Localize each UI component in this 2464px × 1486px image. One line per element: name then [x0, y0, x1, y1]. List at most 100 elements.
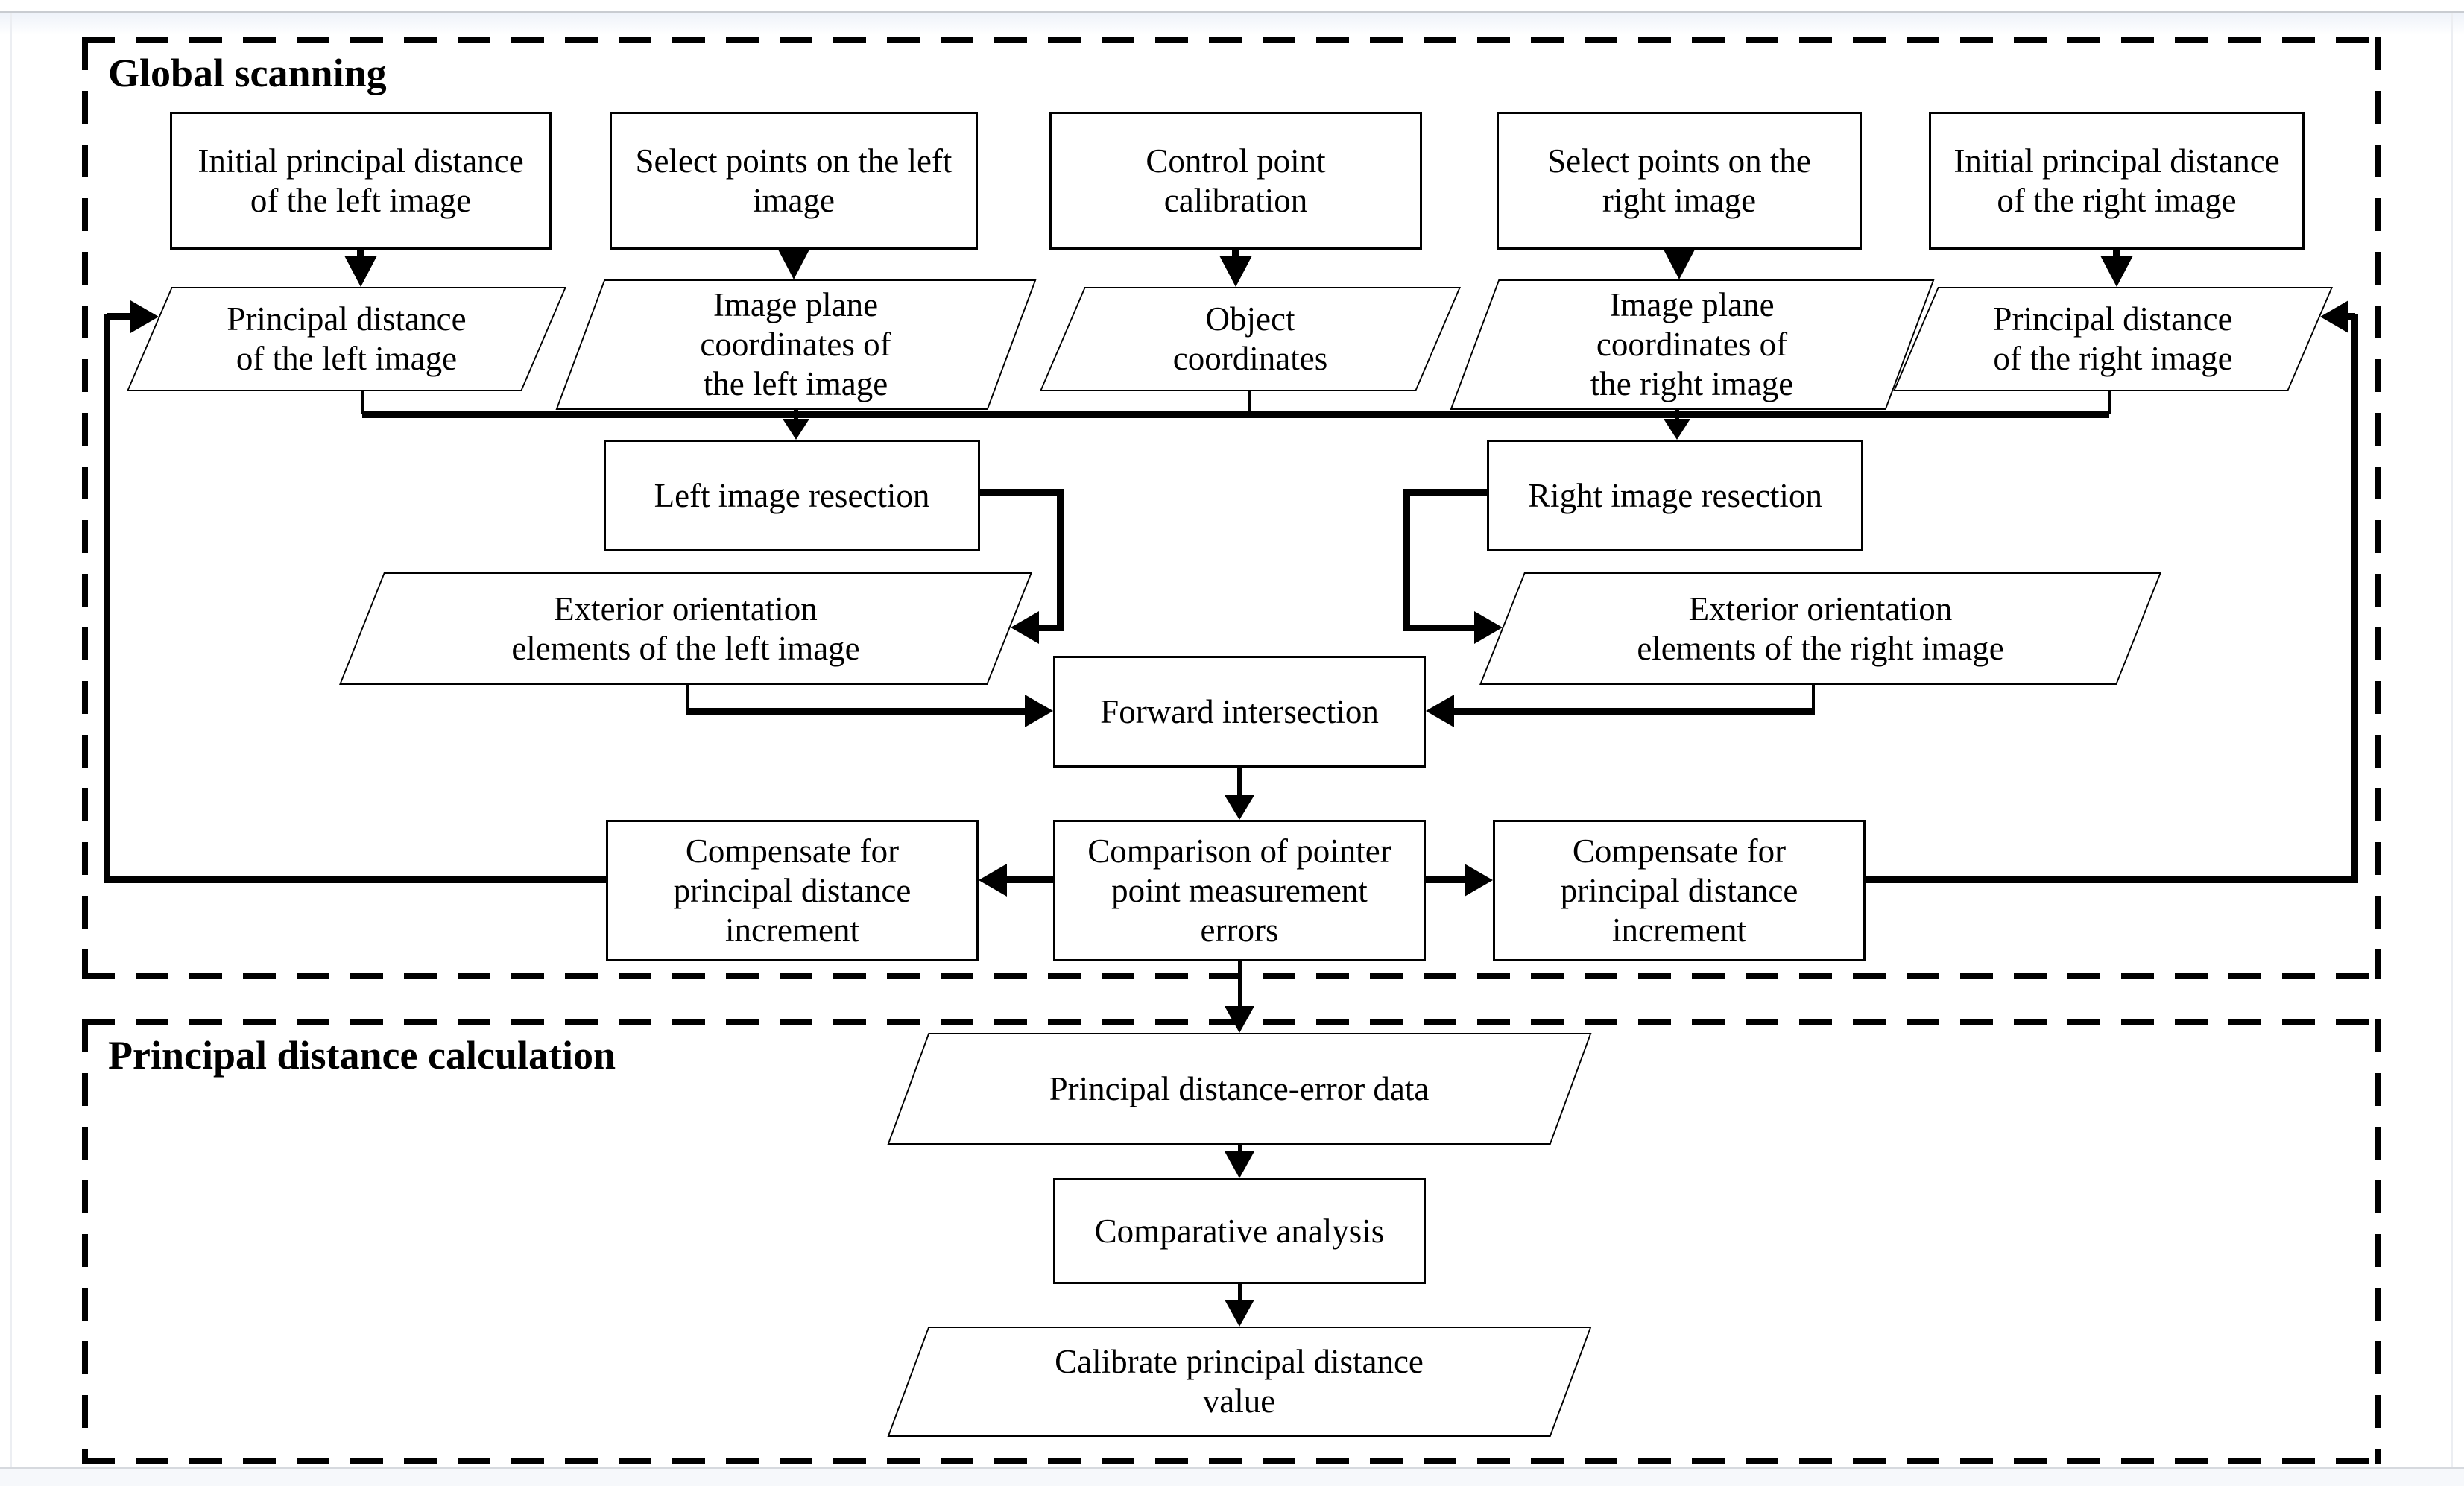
node-pd-left-label: Principal distance of the left image	[227, 300, 467, 377]
node-initial-pd-right-label: Initial principal distance of the right …	[1953, 142, 2280, 219]
arrow-initial-to-pd-left-shaft	[357, 250, 364, 259]
left-frame-hairline	[10, 13, 12, 1467]
node-pd-right-label: Principal distance of the right image	[1993, 300, 2233, 377]
global-scanning-title: Global scanning	[108, 51, 387, 95]
feedback-right-h-bottom	[1866, 876, 2355, 883]
node-object-coordinates-label: Object coordinates	[1172, 300, 1328, 377]
principal-distance-calculation-border-right	[2375, 1019, 2381, 1464]
node-compensate-right-label: Compensate for principal distance increm…	[1560, 832, 1798, 949]
node-right-image-resection-shape	[1487, 440, 1863, 551]
node-pd-error-data: Principal distance-error data	[886, 1033, 1592, 1145]
top-frame-gradient	[0, 13, 2464, 35]
arrow-error-data-to-analysis-head	[1225, 1151, 1254, 1178]
node-forward-intersection-shape	[1053, 656, 1426, 768]
arrow-initial-to-pd-right-shaft	[2113, 250, 2120, 259]
global-scanning-border-left	[82, 37, 88, 979]
node-select-points-right-label: Select points on the right image	[1547, 142, 1811, 219]
node-comparative-analysis: Comparative analysis	[1053, 1178, 1426, 1284]
node-comparison-errors: Comparison of pointer point measurement …	[1053, 820, 1426, 961]
arrow-comparison-to-compensate-left-head	[979, 864, 1007, 897]
arrow-exterior-right-to-forward-head	[1426, 695, 1454, 727]
node-initial-pd-right: Initial principal distance of the right …	[1929, 112, 2305, 250]
node-forward-intersection: Forward intersection	[1053, 656, 1426, 768]
node-comparative-analysis-shape	[1053, 1178, 1426, 1284]
arrow-comparison-to-error-data-head	[1225, 1006, 1254, 1033]
node-compensate-left-label: Compensate for principal distance increm…	[673, 832, 912, 949]
feedback-left-v	[104, 314, 110, 883]
node-initial-pd-left-label: Initial principal distance of the left i…	[198, 142, 524, 219]
bus-line	[362, 411, 2109, 418]
connector-pd-left-to-bus	[361, 391, 364, 414]
node-comparison-errors-label: Comparison of pointer point measurement …	[1087, 832, 1391, 949]
node-right-image-resection-label: Right image resection	[1528, 476, 1822, 514]
elbow-right-resection-v	[1403, 489, 1410, 631]
connector-exterior-right-drop	[1812, 685, 1815, 712]
arrow-comparison-to-compensate-right-shaft	[1426, 876, 1472, 883]
node-select-points-right: Select points on the right image	[1497, 112, 1862, 250]
node-control-point-calibration-label: Control point calibration	[1146, 142, 1326, 219]
node-comparison-errors-shape	[1053, 820, 1426, 961]
node-image-plane-left-label: Image plane coordinates of the left imag…	[700, 286, 891, 402]
arrow-initial-to-pd-left-head	[344, 256, 377, 287]
bottom-frame-hairline	[0, 1467, 2464, 1469]
arrow-analysis-to-calibrate-head	[1225, 1300, 1254, 1327]
node-initial-pd-left-shape	[170, 112, 552, 250]
arrow-initial-to-pd-right-head	[2100, 256, 2133, 287]
feedback-left-h-bottom	[107, 876, 606, 883]
principal-distance-calculation-border-left	[82, 1019, 88, 1464]
node-forward-intersection-label: Forward intersection	[1100, 692, 1379, 730]
arrow-comparison-to-compensate-left-shaft	[1007, 876, 1053, 883]
arrow-plane-left-to-resection-head	[783, 419, 809, 440]
global-scanning-border-bottom	[82, 973, 2381, 979]
node-compensate-left: Compensate for principal distance increm…	[606, 820, 979, 961]
connector-plane-left-to-resection	[794, 410, 798, 422]
node-exterior-left: Exterior orientation elements of the lef…	[339, 572, 1032, 685]
node-image-plane-right-label: Image plane coordinates of the right ima…	[1590, 286, 1794, 402]
node-left-image-resection: Left image resection	[604, 440, 980, 551]
arrow-analysis-to-calibrate-shaft	[1238, 1284, 1242, 1300]
node-image-plane-right: Image plane coordinates of the right ima…	[1449, 279, 1935, 410]
connector-plane-right-to-resection	[1675, 410, 1679, 422]
arrow-error-data-to-analysis-shaft	[1238, 1145, 1242, 1151]
node-left-image-resection-label: Left image resection	[654, 476, 930, 514]
node-pd-right: Principal distance of the right image	[1892, 287, 2334, 391]
node-select-points-right-shape	[1497, 112, 1862, 250]
node-pd-error-data-label: Principal distance-error data	[1049, 1069, 1430, 1107]
elbow-left-resection-h2	[1039, 625, 1064, 631]
node-calibrate-pd-label: Calibrate principal distance value	[1055, 1343, 1424, 1420]
elbow-left-resection-h1	[980, 489, 1064, 496]
arrow-plane-right-to-resection-head	[1664, 419, 1690, 440]
feedback-right-v	[2351, 314, 2358, 883]
node-initial-pd-left: Initial principal distance of the left i…	[170, 112, 552, 250]
arrow-exterior-left-to-forward-head	[1025, 695, 1053, 727]
arrow-forward-to-comparison-shaft	[1237, 768, 1242, 801]
bottom-frame-gradient	[0, 1469, 2464, 1486]
connector-object-to-bus	[1248, 391, 1251, 414]
node-exterior-left-label: Exterior orientation elements of the lef…	[511, 589, 860, 667]
elbow-right-resection-h2	[1410, 625, 1474, 631]
arrow-calibration-to-object-head	[1219, 256, 1252, 287]
elbow-left-resection-v	[1057, 489, 1064, 631]
right-frame-hairline	[2451, 13, 2453, 1467]
node-comparative-analysis-label: Comparative analysis	[1094, 1212, 1385, 1250]
node-control-point-calibration: Control point calibration	[1049, 112, 1422, 250]
arrow-comparison-to-error-data-shaft	[1238, 961, 1242, 1006]
node-right-image-resection: Right image resection	[1487, 440, 1863, 551]
top-frame-hairline	[0, 11, 2464, 13]
node-select-points-left-label: Select points on the left image	[635, 142, 953, 219]
feedback-right-head	[2320, 300, 2348, 333]
arrow-calibration-to-object-shaft	[1232, 250, 1239, 259]
node-control-point-calibration-shape	[1049, 112, 1422, 250]
connector-exterior-left-drop	[686, 685, 689, 712]
node-left-image-resection-shape	[604, 440, 980, 551]
connector-pd-right-to-bus	[2108, 391, 2111, 414]
elbow-right-resection-h1	[1403, 489, 1487, 496]
node-compensate-right-shape	[1493, 820, 1866, 961]
node-initial-pd-right-shape	[1929, 112, 2305, 250]
principal-distance-calculation-title: Principal distance calculation	[108, 1033, 616, 1078]
node-exterior-right-label: Exterior orientation elements of the rig…	[1637, 589, 2004, 667]
global-scanning-border-right	[2375, 37, 2381, 979]
arrow-forward-to-comparison-head	[1225, 795, 1254, 820]
node-compensate-left-shape	[606, 820, 979, 961]
